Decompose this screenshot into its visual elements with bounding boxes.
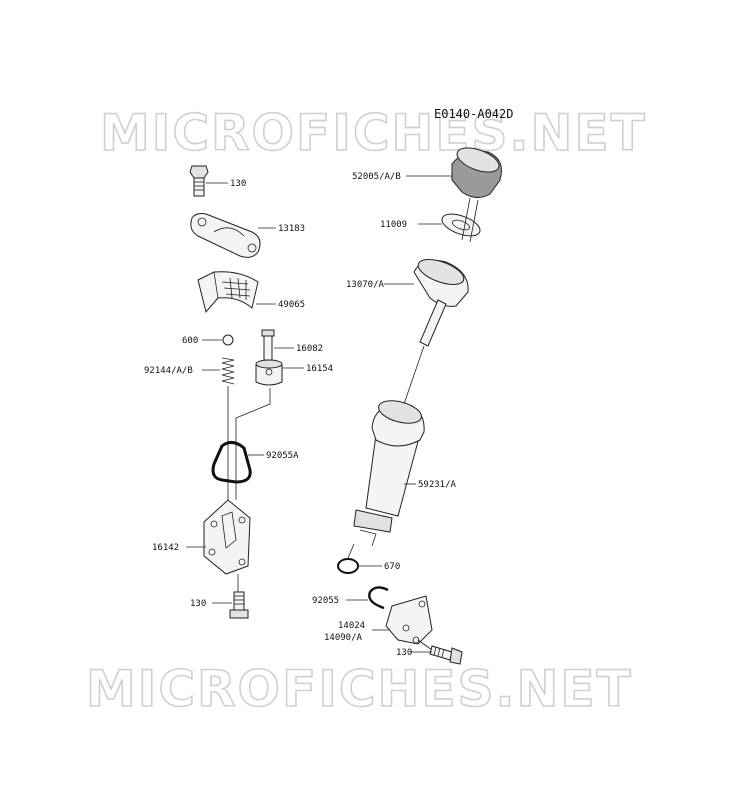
diagram-code: E0140-A042D: [434, 107, 513, 121]
part-label-bracket: 14024: [338, 621, 365, 631]
part-label-bolt-top: 130: [230, 179, 246, 189]
spring-icon: [221, 357, 235, 385]
part-label-pump-cover: 16142: [152, 543, 179, 553]
oring-mid-icon: [368, 586, 389, 610]
part-label-bolt-bottom: 130: [190, 599, 206, 609]
filler-tube-icon: [353, 400, 425, 547]
part-label-bracket-alt: 14090/A: [324, 633, 363, 643]
part-label-oring-small: 670: [384, 562, 400, 572]
bolt-top-icon: [189, 165, 209, 197]
part-label-rotor: 16154: [306, 364, 333, 374]
part-label-bolt-right: 130: [396, 648, 412, 658]
ball-icon: [222, 334, 234, 346]
part-label-cap: 52005/A/B: [352, 172, 401, 182]
bolt-right-icon: [429, 645, 463, 665]
washer-icon: [441, 213, 481, 237]
part-label-dipstick: 13070/A: [346, 280, 385, 290]
part-label-valve: 16082: [296, 344, 323, 354]
part-label-plate: 13183: [278, 224, 305, 234]
cap-icon: [451, 147, 502, 198]
oring-small-icon: [337, 558, 359, 574]
part-label-ball: 600: [182, 336, 198, 346]
oring-large-icon: [211, 441, 252, 484]
rotor-icon: [255, 359, 283, 386]
part-label-filler-tube: 59231/A: [418, 480, 457, 490]
screen-icon: [197, 271, 259, 314]
valve-icon: [261, 329, 275, 361]
pump-cover-icon: [203, 499, 251, 575]
watermark-top: MICROFICHES.NET: [100, 104, 647, 162]
bracket-icon: [385, 595, 433, 645]
part-label-washer: 11009: [380, 220, 407, 230]
plate-icon: [190, 213, 261, 258]
bolt-bottom-icon: [229, 591, 249, 619]
watermark-bottom: MICROFICHES.NET: [86, 660, 633, 718]
part-label-screen: 49065: [278, 300, 305, 310]
part-label-spring: 92144/A/B: [144, 366, 193, 376]
dipstick-icon: [413, 259, 469, 347]
part-label-oring-mid: 92055: [312, 596, 339, 606]
part-label-oring-large: 92055A: [266, 451, 299, 461]
